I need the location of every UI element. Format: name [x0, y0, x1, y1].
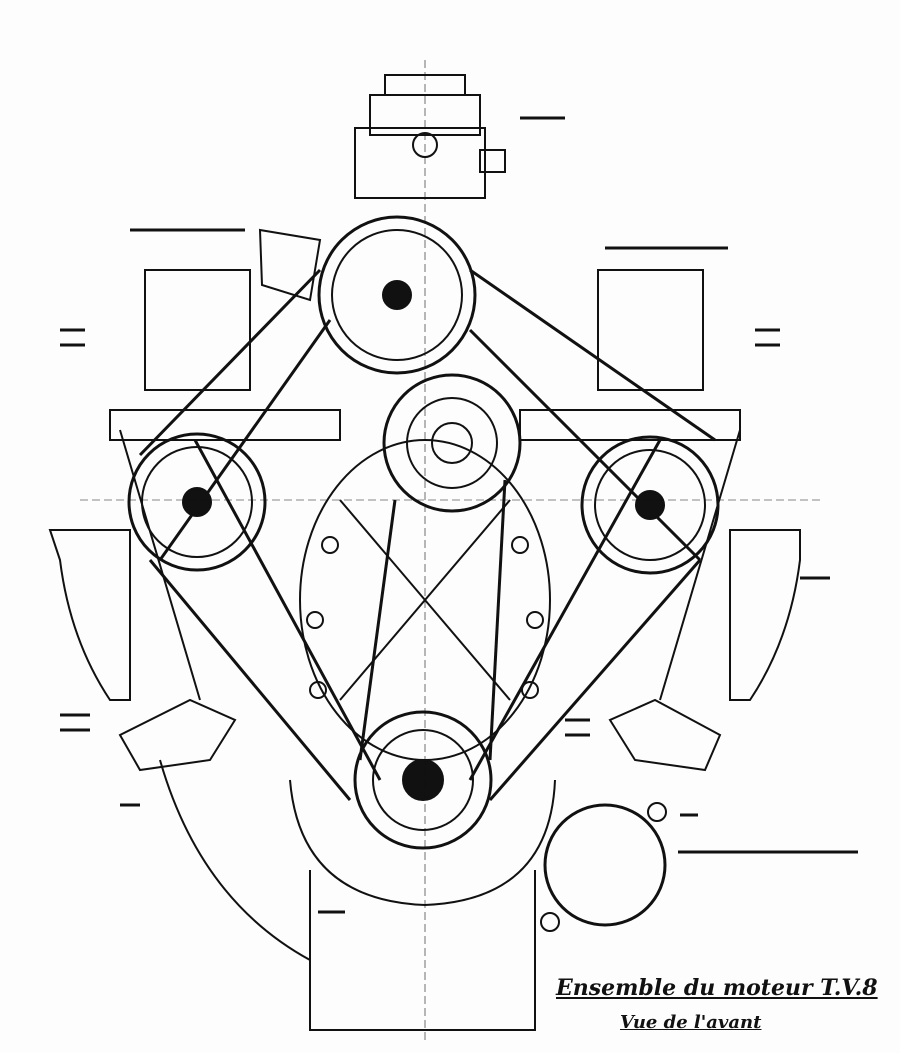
engine-mounts: [118, 228, 722, 772]
oil-pan: [159, 759, 667, 1031]
drawing-subtitle: Vue de l'avant: [620, 1012, 762, 1033]
centerlines: [80, 60, 820, 1040]
belts: [138, 268, 716, 801]
drawing-title: Ensemble du moteur T.V.8: [556, 975, 878, 1001]
pulleys: [127, 215, 720, 850]
dimension-labels: [60, 116, 858, 914]
carburetor: [354, 74, 506, 199]
